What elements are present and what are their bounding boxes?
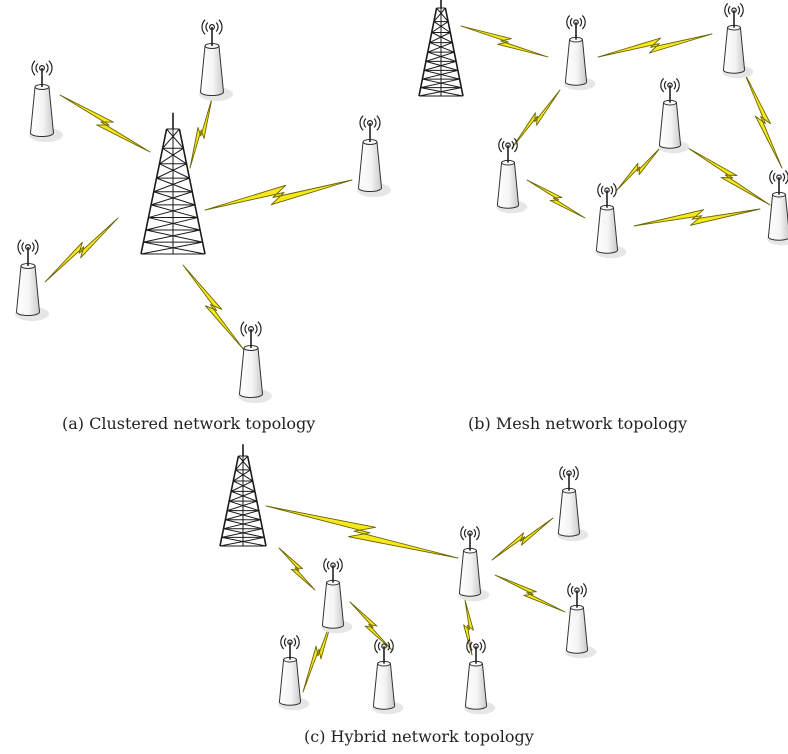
cell-tower-icon bbox=[418, 0, 464, 97]
wireless-node-icon bbox=[199, 19, 233, 101]
wireless-link-bolt-icon bbox=[265, 505, 459, 559]
wireless-link-bolt-icon bbox=[189, 97, 213, 169]
wireless-link-bolt-icon bbox=[44, 217, 119, 283]
caption-clustered-topology: (a) Clustered network topology bbox=[62, 414, 316, 433]
wireless-link-bolt-icon bbox=[687, 147, 771, 206]
radio-waves-icon bbox=[17, 239, 39, 255]
wireless-node-icon bbox=[565, 583, 597, 659]
wireless-link-bolt-icon bbox=[597, 33, 713, 58]
wireless-node-icon bbox=[722, 3, 754, 79]
cell-tower-icon bbox=[219, 444, 267, 547]
radio-waves-icon bbox=[566, 15, 586, 30]
wireless-link-bolt-icon bbox=[494, 574, 566, 613]
radio-waves-icon bbox=[240, 321, 262, 337]
radio-waves-icon bbox=[498, 138, 518, 153]
nodes-layer bbox=[15, 0, 788, 715]
radio-waves-icon bbox=[374, 639, 394, 654]
wireless-node-icon bbox=[464, 639, 496, 715]
wireless-node-icon bbox=[321, 558, 353, 634]
cell-tower-icon bbox=[140, 112, 206, 255]
radio-waves-icon bbox=[559, 466, 579, 481]
wireless-link-bolt-icon bbox=[302, 612, 335, 693]
caption-hybrid-topology: (c) Hybrid network topology bbox=[304, 727, 534, 746]
wireless-link-bolt-icon bbox=[182, 264, 245, 351]
radio-waves-icon bbox=[323, 558, 343, 573]
wireless-node-icon bbox=[557, 466, 589, 542]
radio-waves-icon bbox=[201, 19, 223, 35]
links-layer bbox=[44, 25, 783, 693]
wireless-link-bolt-icon bbox=[526, 179, 586, 219]
wireless-link-bolt-icon bbox=[59, 94, 151, 153]
wireless-link-bolt-icon bbox=[633, 208, 761, 227]
wireless-node-icon bbox=[15, 239, 49, 321]
radio-waves-icon bbox=[769, 170, 788, 185]
wireless-node-icon bbox=[357, 115, 391, 197]
wireless-node-icon bbox=[595, 183, 627, 259]
wireless-link-bolt-icon bbox=[616, 147, 661, 191]
wireless-link-bolt-icon bbox=[743, 71, 783, 169]
wireless-node-icon bbox=[767, 170, 788, 246]
wireless-node-icon bbox=[564, 15, 596, 91]
radio-waves-icon bbox=[466, 639, 486, 654]
radio-waves-icon bbox=[460, 526, 480, 541]
wireless-link-bolt-icon bbox=[460, 25, 549, 58]
wireless-link-bolt-icon bbox=[204, 179, 353, 211]
wireless-link-bolt-icon bbox=[278, 547, 316, 591]
radio-waves-icon bbox=[359, 115, 381, 131]
radio-waves-icon bbox=[31, 60, 53, 76]
wireless-node-icon bbox=[29, 60, 63, 142]
wireless-link-bolt-icon bbox=[491, 517, 554, 561]
wireless-node-icon bbox=[496, 138, 528, 214]
radio-waves-icon bbox=[724, 3, 744, 18]
radio-waves-icon bbox=[567, 583, 587, 598]
radio-waves-icon bbox=[280, 635, 300, 650]
radio-waves-icon bbox=[597, 183, 617, 198]
wireless-node-icon bbox=[278, 635, 310, 711]
radio-waves-icon bbox=[660, 78, 680, 93]
wireless-node-icon bbox=[238, 321, 272, 403]
wireless-link-bolt-icon bbox=[463, 599, 474, 656]
wireless-node-icon bbox=[658, 78, 690, 154]
caption-mesh-topology: (b) Mesh network topology bbox=[468, 414, 688, 433]
wireless-link-bolt-icon bbox=[349, 601, 393, 651]
wireless-node-icon bbox=[458, 526, 490, 602]
wireless-node-icon bbox=[372, 639, 404, 715]
wireless-link-bolt-icon bbox=[511, 89, 561, 149]
